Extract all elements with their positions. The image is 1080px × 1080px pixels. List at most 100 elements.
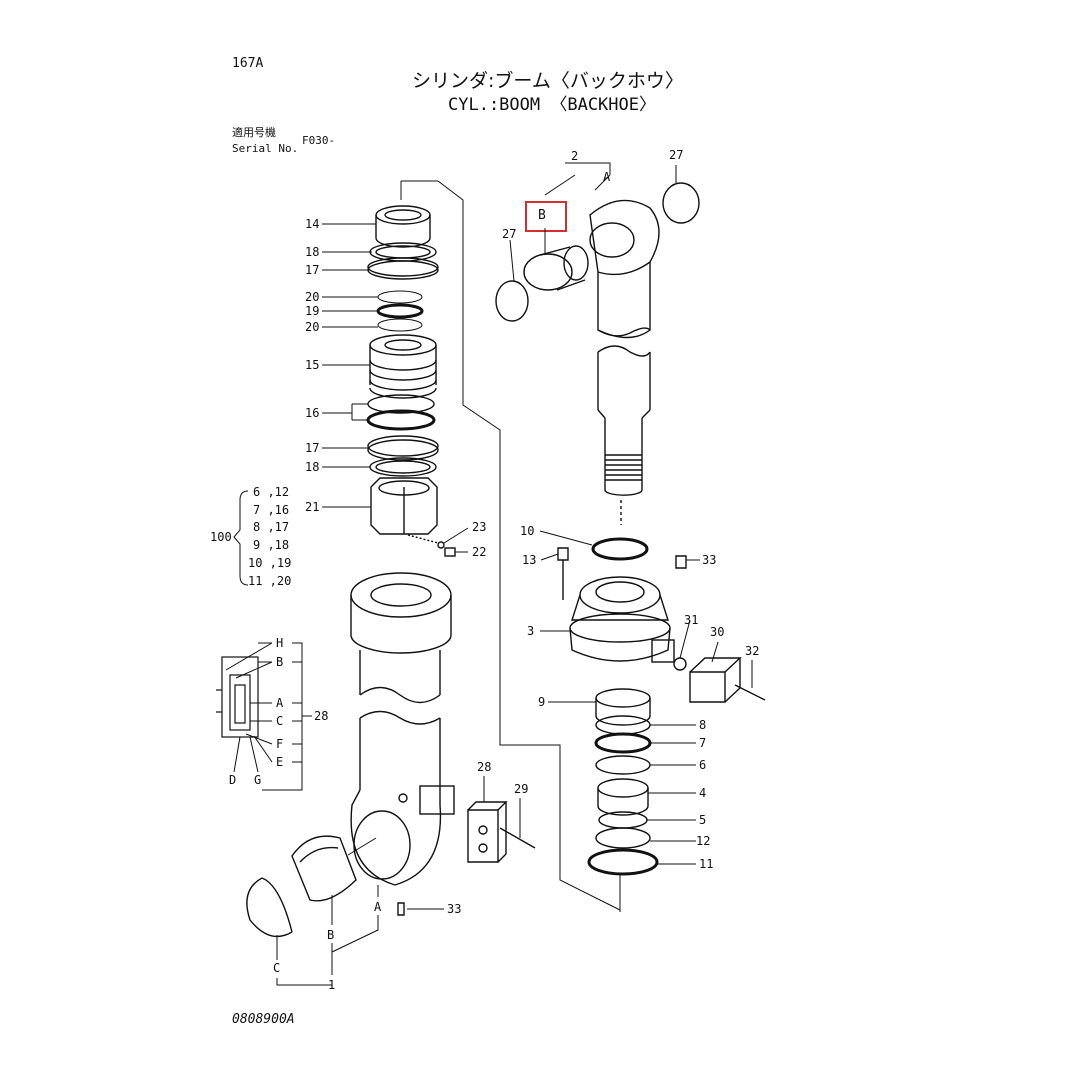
callout-c-bottom: C — [273, 961, 280, 975]
part-cylinder-tube — [597, 345, 651, 496]
part-cylinder-boss — [589, 199, 660, 339]
kit-group: 100 6 ,12 7 ,16 8 ,17 9 ,18 10 ,19 11 ,2… — [210, 485, 291, 588]
part-bolt-32 — [734, 684, 766, 701]
part-ring-6 — [595, 755, 651, 775]
callout-33-top: 33 — [702, 553, 716, 567]
callout-8: 8 — [699, 718, 706, 732]
part-ring-18-bottom — [369, 457, 437, 477]
callout-a-valve: A — [276, 696, 284, 710]
callout-17b: 17 — [305, 441, 319, 455]
part-block-30 — [689, 657, 742, 703]
callout-4: 4 — [699, 786, 706, 800]
callout-18b: 18 — [305, 460, 319, 474]
callout-3: 3 — [527, 624, 534, 638]
callout-18: 18 — [305, 245, 319, 259]
guide-line — [400, 180, 621, 911]
part-ring-20-b — [377, 318, 423, 332]
callout-10: 10 — [520, 524, 534, 538]
part-nut-21 — [370, 477, 438, 535]
callout-7: 7 — [699, 736, 706, 750]
part-ring-17-bottom — [367, 435, 439, 461]
callout-19: 19 — [305, 304, 319, 318]
callout-13: 13 — [522, 553, 536, 567]
kit-part-2: 7 ,16 — [253, 503, 289, 517]
callout-32: 32 — [745, 644, 759, 658]
callout-1: 1 — [328, 978, 335, 992]
part-bolt-29 — [499, 827, 536, 849]
part-seal-7 — [594, 732, 652, 754]
callouts-right-low: 9 8 7 6 4 5 12 11 — [538, 695, 713, 871]
title-japanese: シリンダ:ブーム〈バックホウ〉 — [412, 70, 684, 92]
callout-27-right: 27 — [669, 148, 683, 162]
serial-value: F030- — [302, 134, 336, 147]
callout-a-bottom: A — [374, 900, 382, 914]
callout-17: 17 — [305, 263, 319, 277]
callout-9: 9 — [538, 695, 545, 709]
callout-f: F — [276, 737, 283, 751]
part-bolt-13 — [557, 547, 569, 600]
part-snap-ring-c — [246, 877, 293, 938]
kit-part-3: 8 ,17 — [253, 520, 289, 534]
callout-30: 30 — [710, 625, 724, 639]
part-bushing-b-top — [523, 245, 589, 291]
part-nipple-33-bottom — [397, 902, 405, 916]
callout-31: 31 — [684, 613, 698, 627]
part-ring-27-right — [662, 182, 700, 224]
part-ring-17-top — [367, 257, 439, 280]
callout-20: 20 — [305, 290, 319, 304]
part-piston-15 — [369, 334, 437, 399]
callout-2: 2 — [571, 149, 578, 163]
callout-23: 23 — [472, 520, 486, 534]
kit-part-4: 9 ,18 — [253, 538, 289, 552]
kit-part-6: 11 ,20 — [248, 574, 291, 588]
callout-11: 11 — [699, 857, 713, 871]
part-seal-16-b — [366, 409, 436, 431]
callout-22: 22 — [472, 545, 486, 559]
callout-h: H — [276, 636, 283, 650]
part-valve-28 — [467, 801, 508, 863]
part-ring-12 — [595, 827, 651, 849]
callouts-valve: H B A C F E D G 28 — [229, 636, 328, 787]
callout-a-top: A — [603, 170, 611, 184]
part-oring-31 — [673, 657, 687, 671]
kit-number: 100 — [210, 530, 232, 544]
callout-6: 6 — [699, 758, 706, 772]
part-screw-22 — [444, 547, 456, 557]
part-ring-4 — [597, 778, 649, 816]
callout-28-valve: 28 — [314, 709, 328, 723]
part-bushing-9 — [595, 688, 651, 726]
title-english: CYL.:BOOM 〈BACKHOE〉 — [448, 95, 656, 115]
valve-schematic — [216, 656, 259, 738]
callout-27-left: 27 — [502, 227, 516, 241]
callouts-right-mid: 10 13 33 3 31 30 32 — [520, 524, 759, 658]
callout-20b: 20 — [305, 320, 319, 334]
part-ring-27-left — [495, 280, 529, 322]
kit-part-5: 10 ,19 — [248, 556, 291, 570]
callout-g: G — [254, 773, 261, 787]
part-nipple-33-top — [675, 555, 687, 569]
callout-d: D — [229, 773, 236, 787]
part-rod-flange — [350, 572, 452, 704]
callouts-small: 23 22 — [472, 520, 486, 559]
part-rod-guide-3 — [569, 576, 675, 663]
part-rod-eye — [350, 710, 455, 886]
page-code: 167A — [232, 56, 264, 71]
callout-b-bottom: B — [327, 928, 334, 942]
callout-29: 29 — [514, 782, 528, 796]
callouts-bottom: 28 29 33 A B C 1 — [273, 760, 528, 992]
part-oring-10 — [591, 537, 649, 561]
callouts-left: 14 18 17 20 19 20 15 16 17 18 21 — [305, 217, 319, 514]
callout-15: 15 — [305, 358, 319, 372]
serial-label-en: Serial No. — [232, 142, 299, 155]
part-ball-23 — [437, 541, 445, 549]
callout-14: 14 — [305, 217, 319, 231]
callout-e: E — [276, 755, 283, 769]
callout-21: 21 — [305, 500, 319, 514]
callout-28: 28 — [477, 760, 491, 774]
callouts-right-top: 2 A 27 27 B — [502, 148, 683, 241]
callout-5: 5 — [699, 813, 706, 827]
callout-b-highlighted: B — [538, 208, 546, 223]
part-oring-19 — [376, 303, 424, 319]
part-oring-11 — [587, 848, 659, 876]
drawing-number: 0808900A — [232, 1012, 295, 1027]
